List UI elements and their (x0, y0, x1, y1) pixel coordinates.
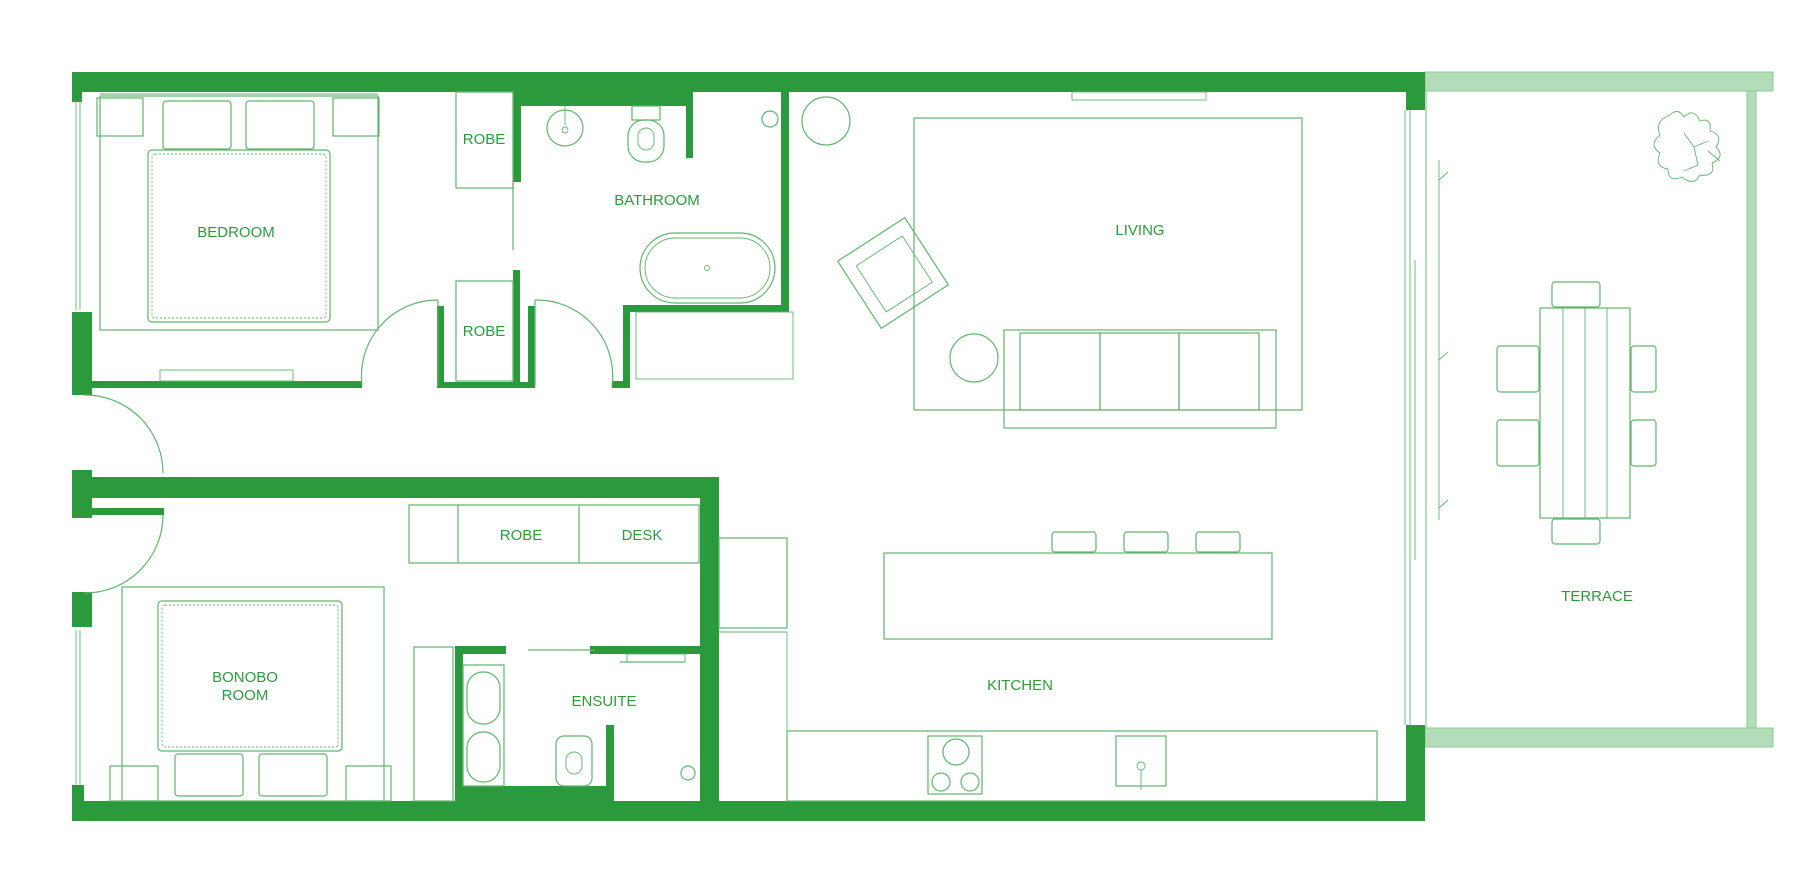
living-rug (913, 117, 1303, 411)
sofa-icon (1003, 329, 1277, 429)
wardrobe (408, 504, 700, 564)
room-labels: BEDROOM ROBE ROBE BATHROOM LIVING ROBE D… (197, 131, 1633, 710)
armchair-icon (836, 216, 950, 330)
terrace-bottom-wall (1424, 727, 1774, 748)
kitchen-island (883, 552, 1273, 640)
chair-icon (1496, 281, 1657, 545)
room-label-terrace: TERRACE (1561, 588, 1633, 605)
room-label-bathroom: BATHROOM (614, 192, 700, 209)
side-table (801, 96, 851, 146)
room-label-robe-mid: ROBE (463, 323, 506, 340)
room-label-ensuite: ENSUITE (571, 693, 636, 710)
room-label-bonobo-line2: ROOM (222, 687, 269, 704)
bathtub-icon (639, 232, 776, 304)
room-label-robe-top: ROBE (463, 131, 506, 148)
plant-icon (1653, 111, 1721, 182)
kitchen-bench (718, 537, 1378, 802)
coffee-table (949, 333, 999, 383)
walls (72, 72, 1425, 821)
toilet-icon (627, 105, 665, 163)
sink-icon (462, 664, 505, 787)
bathroom-niche (635, 311, 794, 380)
wardrobe (455, 91, 514, 382)
sink-icon (1115, 735, 1167, 790)
room-label-desk: DESK (622, 527, 663, 544)
cooktop-icon (927, 735, 983, 795)
terrace-area (1424, 71, 1774, 748)
room-label-bonobo-line1: BONOBO (212, 669, 278, 686)
terrace-right-wall (1746, 90, 1757, 729)
sink-icon (546, 106, 584, 147)
drain-icon (761, 110, 779, 128)
bar-stool-icon (1051, 531, 1241, 553)
room-label-living: LIVING (1115, 222, 1164, 239)
windows (75, 91, 1416, 785)
room-label-robe-bonobo: ROBE (500, 527, 543, 544)
toilet-icon (555, 735, 593, 787)
bed-icon (96, 95, 380, 382)
bonobo-cupboard (413, 646, 454, 802)
terrace-top-wall (1424, 71, 1774, 92)
bed-icon (109, 586, 392, 802)
room-label-bedroom: BEDROOM (197, 224, 275, 241)
table-icon (1539, 307, 1631, 519)
towel-rail (626, 653, 686, 663)
drain-icon (680, 765, 696, 781)
room-label-kitchen: KITCHEN (987, 677, 1053, 694)
